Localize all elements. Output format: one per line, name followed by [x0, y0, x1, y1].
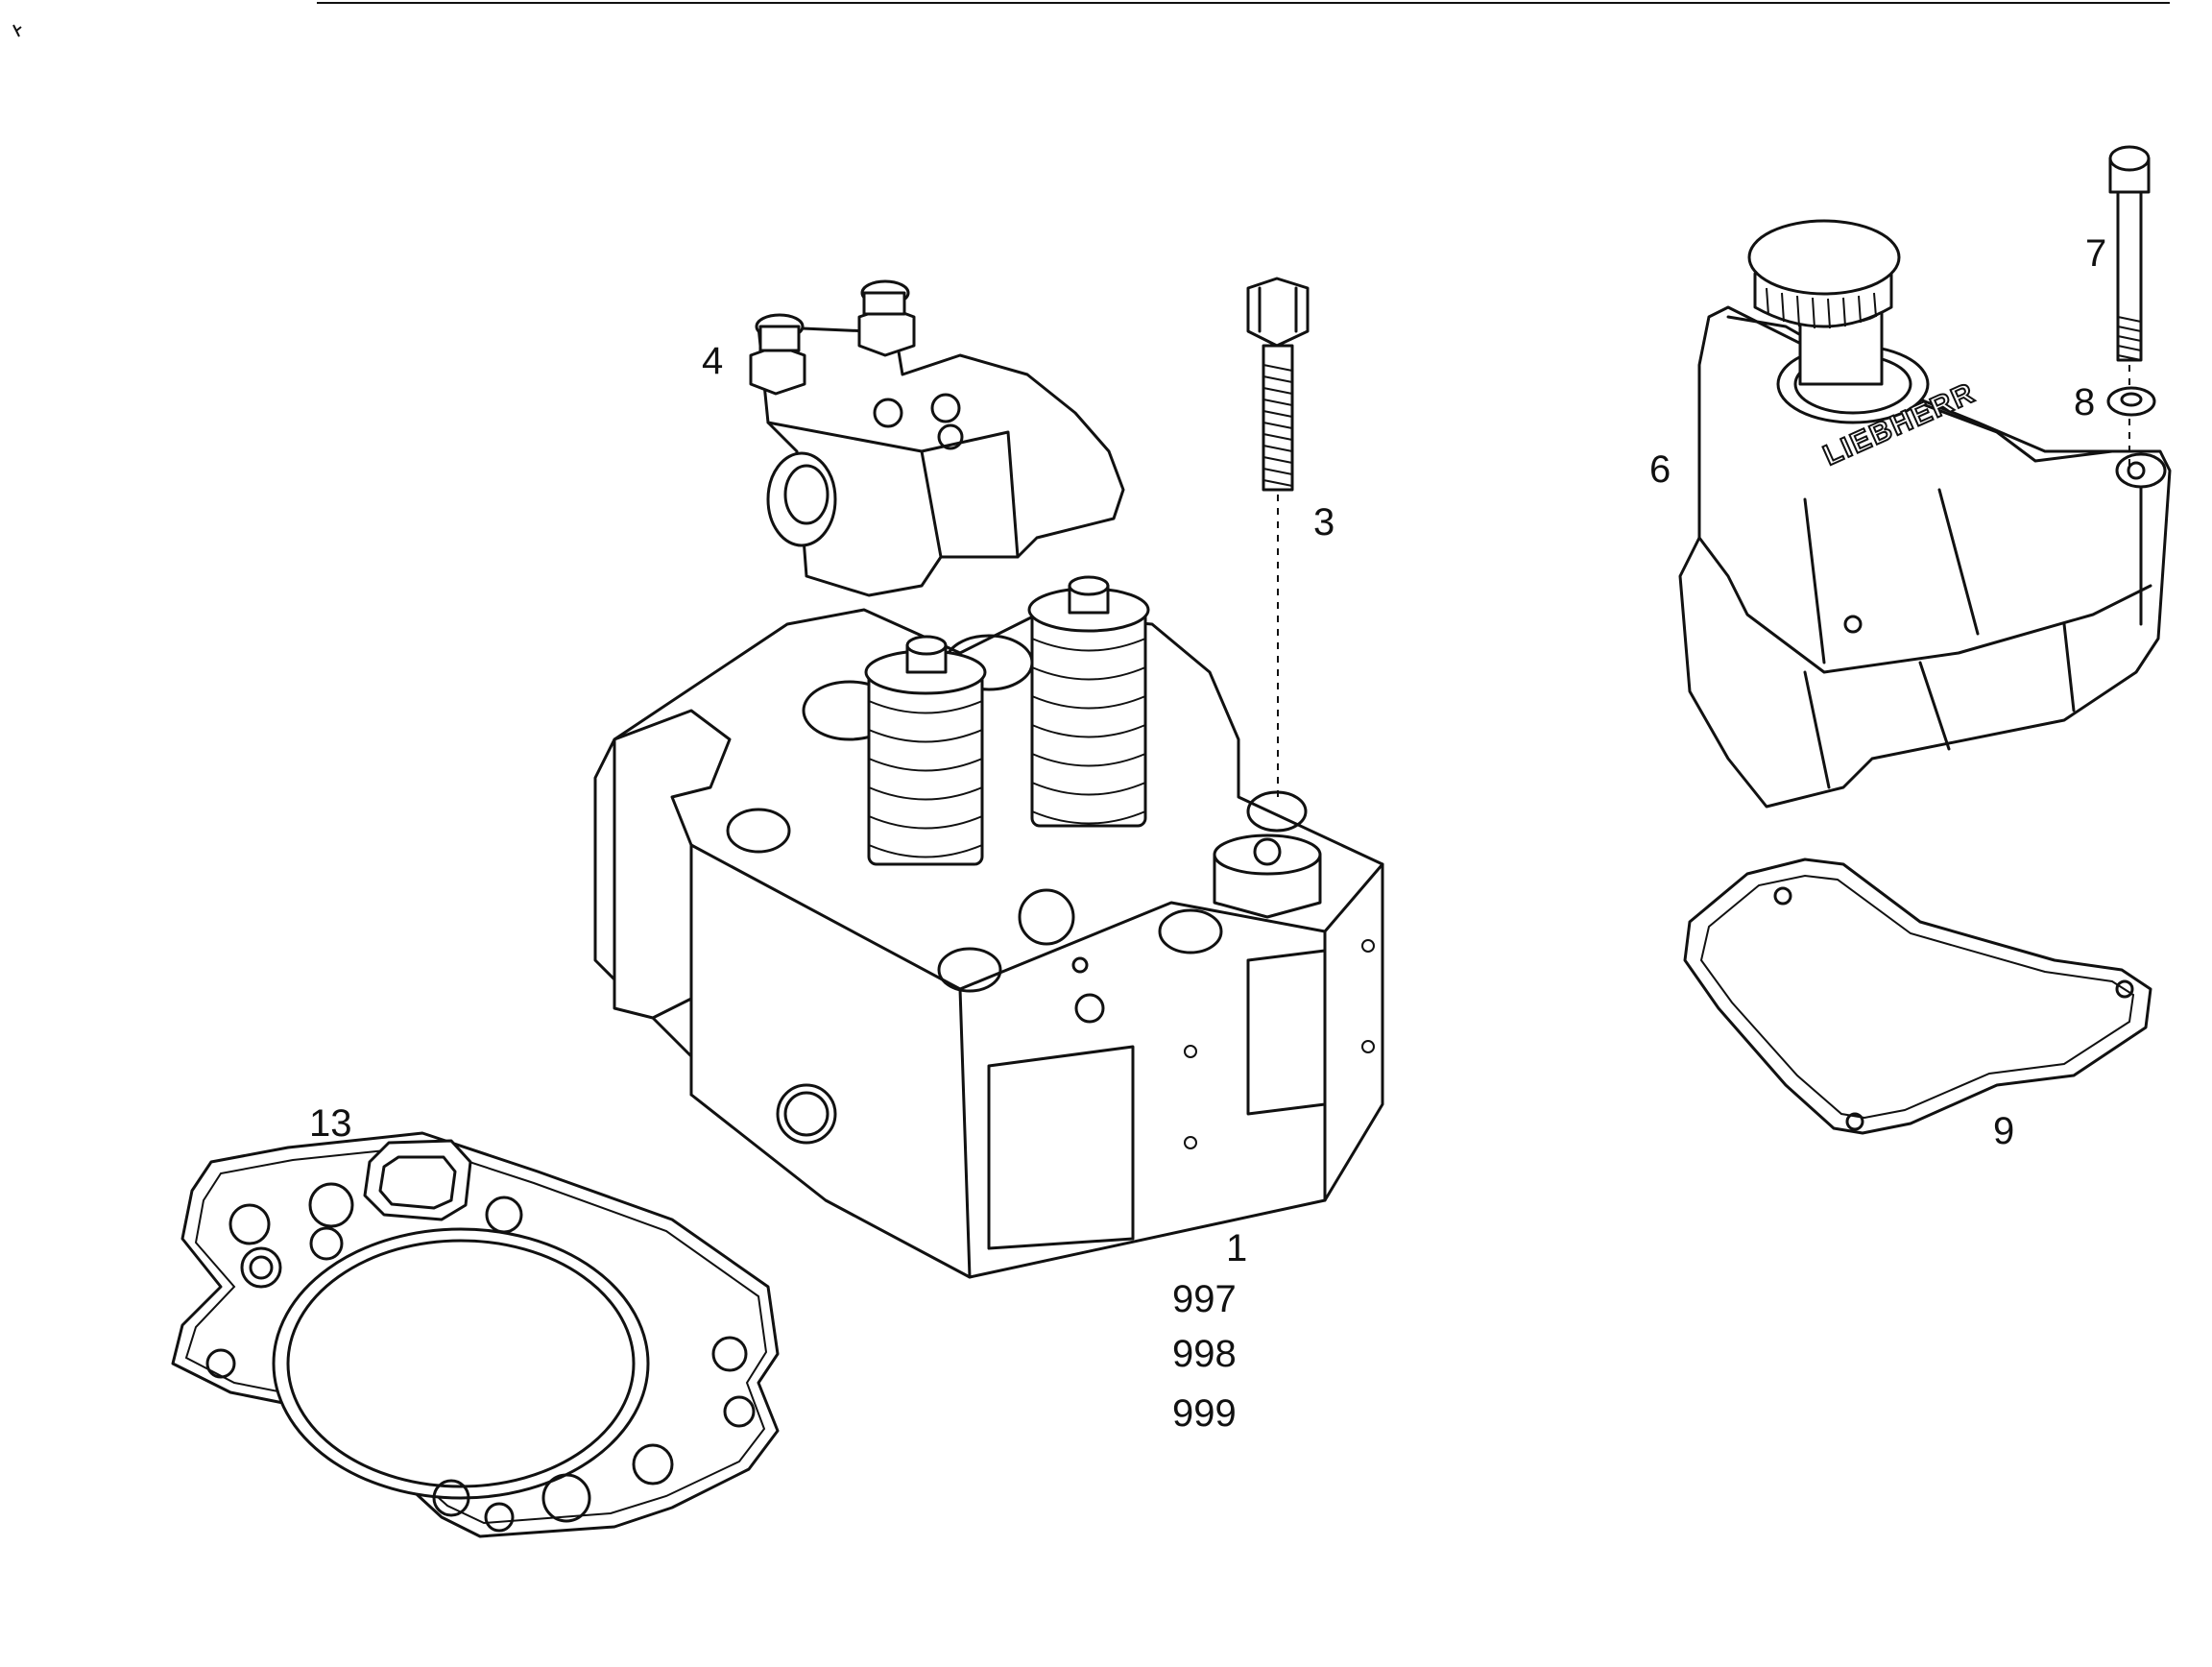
callout-998: 998: [1172, 1333, 1237, 1375]
callout-13: 13: [309, 1102, 352, 1145]
cover-screw: [2108, 145, 2151, 471]
valve-spring-left: [864, 635, 987, 866]
cylinder-head-gasket: [171, 1131, 780, 1538]
callout-3: 3: [1313, 501, 1334, 544]
callout-6: 6: [1649, 448, 1671, 491]
valve-cover: LIEBHERR: [1678, 219, 2172, 809]
callout-1: 1: [1226, 1227, 1247, 1269]
cover-washer: [2106, 386, 2156, 417]
callout-997: 997: [1172, 1278, 1237, 1320]
cylinder-head-bolt: [1246, 277, 1310, 797]
valve-cover-gasket: [1683, 858, 2152, 1135]
cylinder-head: [593, 575, 1384, 1279]
rocker-arm-assembly: [749, 279, 1125, 597]
callout-8: 8: [2074, 381, 2095, 423]
callout-999: 999: [1172, 1392, 1237, 1435]
valve-spring-right: [1027, 575, 1150, 828]
callout-9: 9: [1993, 1110, 2014, 1152]
callout-7: 7: [2085, 232, 2106, 275]
callout-4: 4: [702, 340, 723, 382]
corner-mark-icon: [12, 24, 22, 37]
